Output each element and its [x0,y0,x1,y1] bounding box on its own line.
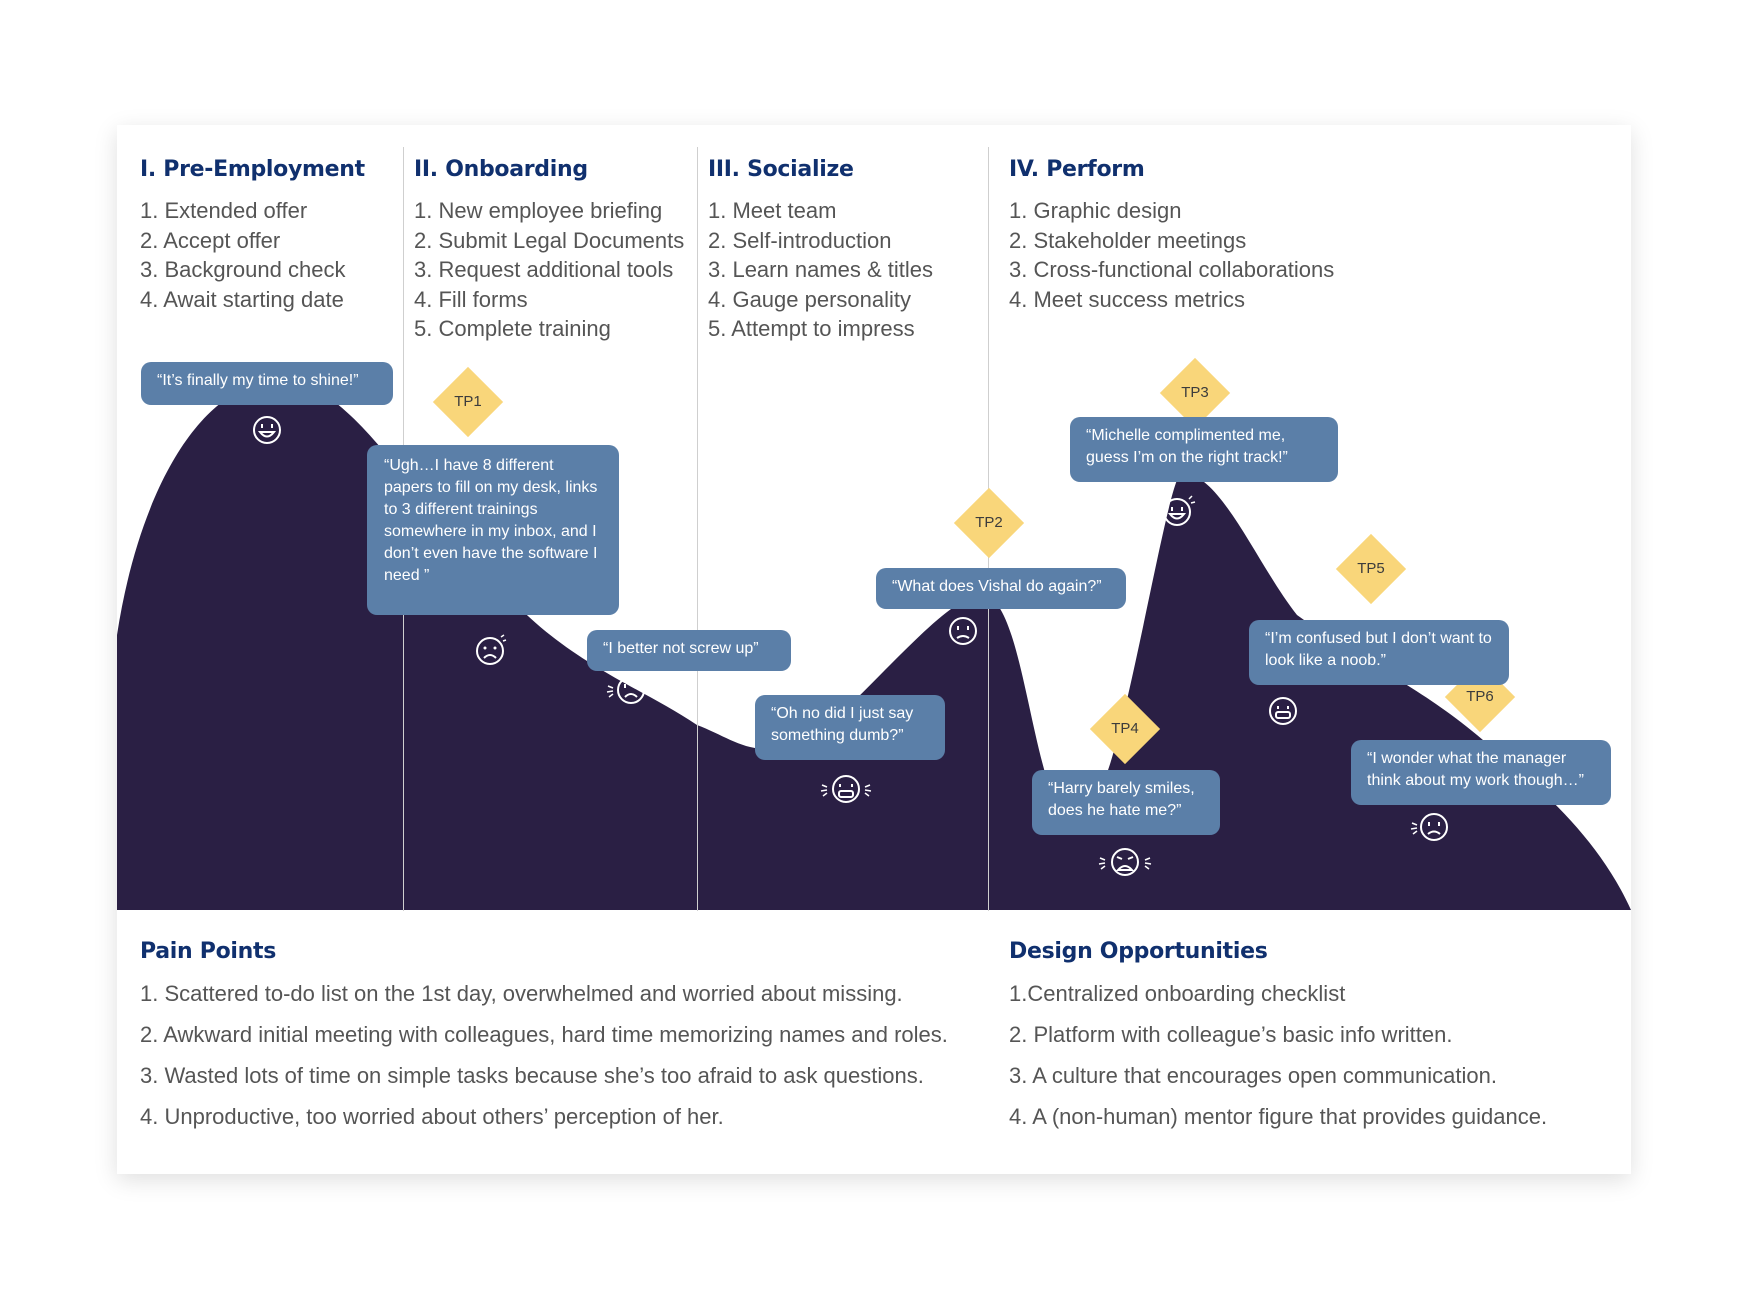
phase-step: 2. Accept offer [140,227,281,253]
worried-face-icon [606,676,656,704]
phase-pre-employment: I. Pre-Employment 1. Extended offer 2. A… [140,157,365,314]
phase-step: 1. Meet team [708,198,837,223]
phase-step: 1. New employee briefing [414,198,663,223]
design-opportunity-item: 2. Platform with colleague’s basic info … [1009,1022,1453,1047]
touchpoint-tp2: TP2 [953,487,1025,559]
touchpoint-tp3: TP3 [1159,357,1231,429]
phase-step: 5. Complete training [414,316,611,341]
touchpoint-label: TP1 [454,393,482,410]
quote-bubble: “Harry barely smiles, does he hate me?” [1032,770,1220,835]
touchpoint-tp4: TP4 [1089,693,1161,765]
journey-map-card: I. Pre-Employment 1. Extended offer 2. A… [117,125,1631,1174]
phase-step: 1. Extended offer [140,198,308,223]
touchpoint-label: TP3 [1181,384,1209,401]
phase-step: 4. Gauge personality [708,286,912,312]
anxious-face-icon [820,775,872,803]
phase-steps: 1. Graphic design 2. Stakeholder meeting… [1009,196,1334,314]
worried-face-icon [1410,813,1448,841]
phase-steps: 1. New employee briefing 2. Submit Legal… [414,196,684,344]
happy-face-icon [253,416,281,444]
phase-socialize: III. Socialize 1. Meet team 2. Self-intr… [708,157,933,344]
quote-bubble: “It’s finally my time to shine!” [141,362,393,405]
design-opportunity-item: 3. A culture that encourages open commun… [1009,1063,1497,1088]
phase-title: III. Socialize [708,157,854,182]
design-opportunity-item: 4. A (non-human) mentor figure that prov… [1009,1104,1548,1129]
phase-step: 1. Graphic design [1009,198,1182,223]
phase-title: I. Pre-Employment [140,157,365,182]
quote-bubble: “I better not screw up” [587,630,791,671]
phase-step: 2. Submit Legal Documents [414,227,685,253]
neutral-sad-face-icon [949,617,977,645]
touchpoint-tp6: TP6 [1444,661,1516,733]
happy-face-icon [1163,495,1196,526]
pain-points-list: 1. Scattered to-do list on the 1st day, … [140,979,948,1143]
touchpoint-label: TP4 [1111,720,1139,737]
phase-step: 3. Cross-functional collaborations [1009,257,1335,282]
quote-bubble: “What does Vishal do again?” [876,568,1126,609]
phase-title: II. Onboarding [414,157,588,182]
touchpoint-label: TP2 [975,514,1003,531]
phase-step: 3. Learn names & titles [708,257,934,282]
grimace-face-icon [1269,697,1297,725]
phase-step: 3. Request additional tools [414,257,674,282]
phase-step: 2. Stakeholder meetings [1009,227,1247,253]
pain-point-item: 1. Scattered to-do list on the 1st day, … [140,981,903,1006]
phase-step: 5. Attempt to impress [708,316,915,341]
phase-step: 4. Await starting date [140,286,344,312]
touchpoint-tp5: TP5 [1335,533,1407,605]
phase-step: 4. Meet success metrics [1009,286,1245,312]
touchpoint-label: TP6 [1466,688,1494,705]
phase-divider [697,147,698,911]
phase-title: IV. Perform [1009,157,1145,182]
quote-bubble: “I wonder what the manager think about m… [1351,740,1611,805]
phase-onboarding: II. Onboarding 1. New employee briefing … [414,157,684,344]
phase-step: 2. Self-introduction [708,227,892,253]
quote-bubble: “I’m confused but I don’t want to look l… [1249,620,1509,685]
phase-step: 4. Fill forms [414,286,528,312]
pain-points-title: Pain Points [140,939,276,964]
phase-steps: 1. Extended offer 2. Accept offer 3. Bac… [140,196,365,314]
phase-steps: 1. Meet team 2. Self-introduction 3. Lea… [708,196,933,344]
quote-bubble: “Ugh…I have 8 different papers to fill o… [367,445,619,615]
pain-point-item: 4. Unproductive, too worried about other… [140,1104,724,1129]
quote-bubble: “Oh no did I just say something dumb?” [755,695,945,760]
design-opportunities-list: 1.Centralized onboarding checklist 2. Pl… [1009,979,1547,1143]
emotion-curve-area [117,390,1631,910]
design-opportunities-title: Design Opportunities [1009,939,1268,964]
sad-face-icon [476,634,507,665]
emotion-curve [117,390,1631,910]
phase-step: 3. Background check [140,257,346,282]
phase-perform: IV. Perform 1. Graphic design 2. Stakeho… [1009,157,1334,314]
pain-point-item: 2. Awkward initial meeting with colleagu… [140,1022,948,1047]
quote-bubble: “Michelle complimented me, guess I’m on … [1070,417,1338,482]
design-opportunity-item: 1.Centralized onboarding checklist [1009,981,1346,1006]
pain-point-item: 3. Wasted lots of time on simple tasks b… [140,1063,924,1088]
touchpoint-tp1: TP1 [432,366,504,438]
touchpoint-label: TP5 [1357,560,1385,577]
crying-face-icon [1098,848,1152,876]
